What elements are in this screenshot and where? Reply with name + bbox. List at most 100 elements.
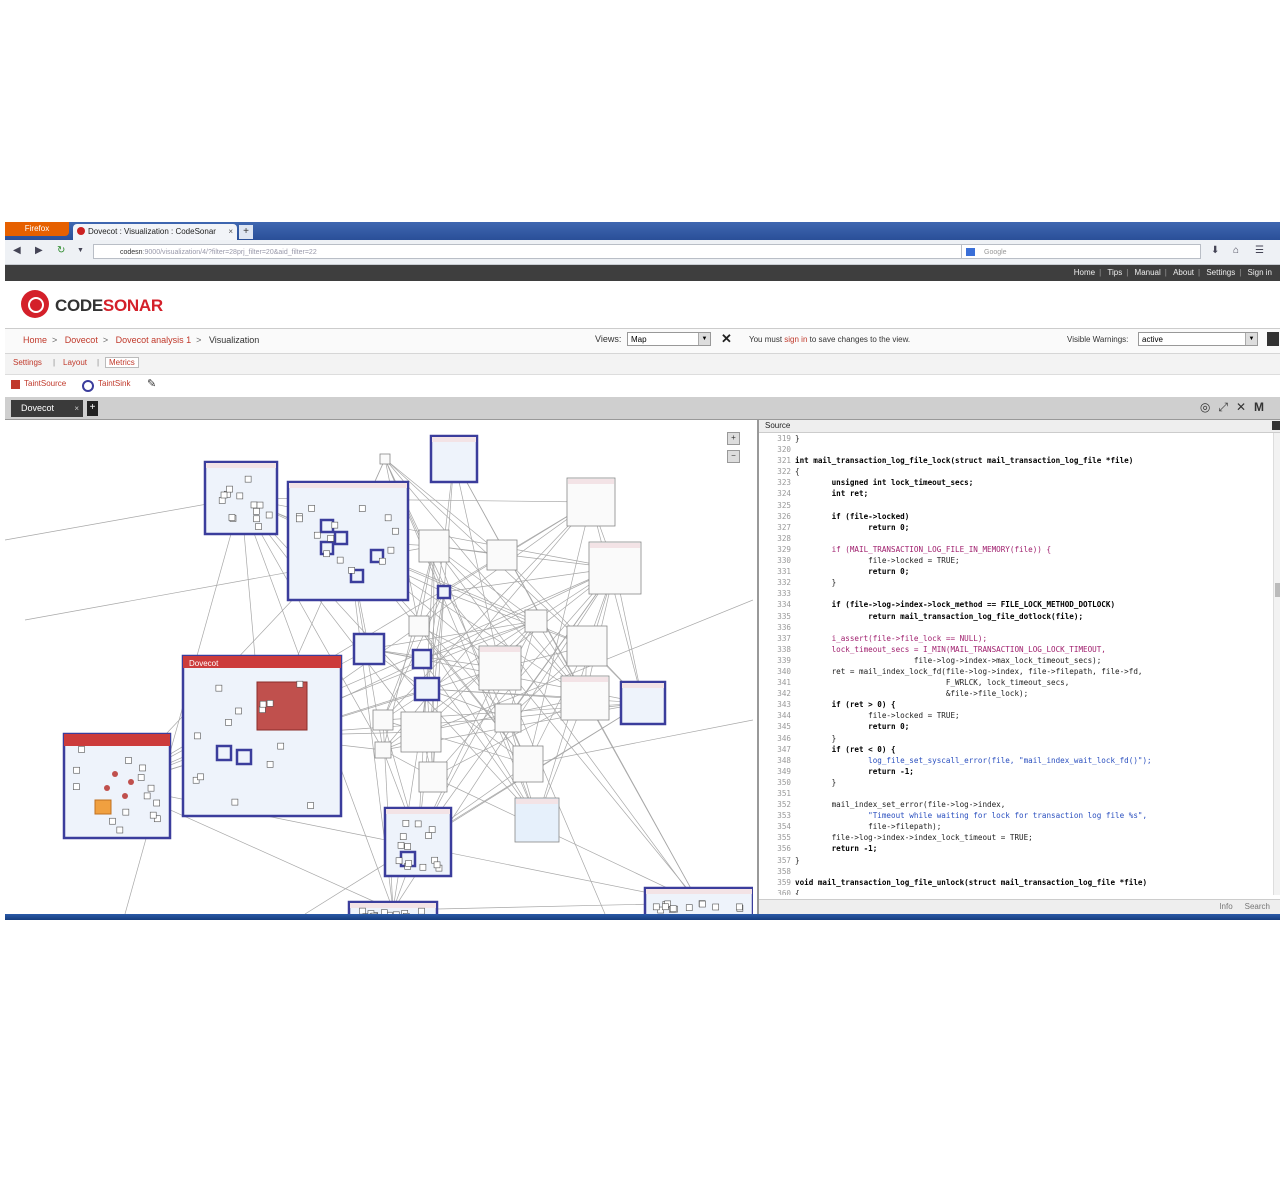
legend-taint-sink[interactable]: TaintSink (98, 379, 131, 388)
graph-cluster-node[interactable] (588, 541, 642, 595)
graph-leaf-node[interactable] (137, 774, 145, 781)
graph-leaf-node[interactable] (228, 514, 236, 521)
fit-icon[interactable]: ⤢ (1218, 400, 1236, 414)
graph-leaf-node[interactable] (128, 779, 134, 785)
cluster-header[interactable] (289, 483, 407, 488)
graph-leaf-node[interactable] (265, 511, 273, 519)
graph-leaf-node[interactable] (669, 905, 677, 912)
graph-leaf-node[interactable] (231, 798, 239, 806)
graph-cluster-node[interactable] (514, 797, 560, 843)
graph-leaf-node[interactable] (277, 742, 285, 750)
graph-leaf-node[interactable] (197, 773, 204, 781)
source-line[interactable]: 338 lock_timeout_secs = I_MIN(MAIL_TRANS… (759, 644, 1274, 655)
source-line[interactable]: 327 return 0; (759, 522, 1274, 533)
graph-leaf-node[interactable] (699, 900, 706, 908)
graph-cluster-node[interactable] (566, 625, 608, 667)
source-line[interactable]: 324 int ret; (759, 488, 1274, 499)
collapse-icon[interactable]: ✕ (1235, 400, 1254, 414)
graph-leaf-node[interactable] (153, 799, 160, 807)
close-view-tab-icon[interactable]: × (74, 404, 79, 413)
graph-leaf-node[interactable] (194, 732, 201, 740)
graph-cluster-node[interactable] (408, 615, 430, 637)
graph-leaf-node[interactable] (215, 684, 223, 692)
close-tab-icon[interactable]: × (228, 227, 233, 236)
graph-cluster-node[interactable] (436, 584, 452, 600)
source-tab-search[interactable]: Search (1244, 902, 1270, 911)
graph-leaf-node[interactable] (253, 508, 260, 515)
source-line[interactable]: 354 file->filepath); (759, 821, 1274, 832)
graph-leaf-node[interactable] (139, 764, 146, 772)
graph-leaf-node[interactable] (331, 521, 339, 529)
graph-leaf-node[interactable] (404, 843, 411, 850)
graph-leaf-node[interactable] (244, 475, 252, 483)
cluster-header[interactable] (183, 656, 341, 668)
graph-leaf-node[interactable] (125, 757, 132, 764)
graph-leaf-node[interactable] (395, 857, 403, 865)
url-bar[interactable]: codesn:9000/visualization/4/?filter=28pr… (93, 244, 963, 259)
cluster-label[interactable]: Dovecot (189, 659, 219, 668)
graph-cluster-node[interactable] (411, 648, 433, 670)
source-line[interactable]: 322{ (759, 466, 1274, 477)
back-arrow-icon[interactable]: ◀ (13, 245, 21, 256)
graph-leaf-node[interactable] (402, 913, 410, 914)
source-line[interactable]: 337 i_assert(file->file_lock == NULL); (759, 633, 1274, 644)
graph-leaf-node[interactable] (425, 832, 432, 839)
top-link-sign-in[interactable]: Sign in (1247, 268, 1272, 277)
cluster-header[interactable] (432, 437, 476, 442)
source-line[interactable]: 352 mail_index_set_error(file->log->inde… (759, 799, 1274, 810)
graph-leaf-node[interactable] (266, 700, 274, 707)
graph-leaf-node[interactable] (385, 911, 393, 914)
graph-leaf-node[interactable] (109, 817, 116, 825)
graph-leaf-node[interactable] (236, 492, 244, 500)
history-dropdown-icon[interactable]: ▼ (77, 247, 84, 254)
tab-settings[interactable]: Settings (13, 358, 42, 367)
top-link-manual[interactable]: Manual (1134, 268, 1161, 277)
graph-leaf-node[interactable] (662, 903, 669, 911)
visualization-graph[interactable]: Dovecot + − (5, 420, 753, 914)
taint-sink-node[interactable] (349, 568, 365, 584)
graph-leaf-node[interactable] (685, 904, 693, 911)
source-tab-info[interactable]: Info (1219, 902, 1233, 911)
add-view-tab-button[interactable]: + (87, 401, 98, 416)
graph-leaf-node[interactable] (418, 907, 425, 914)
source-line[interactable]: 335 return mail_transaction_log_file_dot… (759, 611, 1274, 622)
top-link-settings[interactable]: Settings (1206, 268, 1236, 277)
source-line[interactable]: 340 ret = mail_index_lock_fd(file->log->… (759, 666, 1274, 677)
top-link-tips[interactable]: Tips (1107, 268, 1123, 277)
zoom-in-button[interactable]: + (727, 432, 740, 445)
tab-metrics[interactable]: Metrics (105, 357, 139, 368)
source-line[interactable]: 353 "Timeout while waiting for lock for … (759, 810, 1274, 821)
graph-cluster-node[interactable] (619, 680, 667, 726)
source-line[interactable]: 349 return -1; (759, 766, 1274, 777)
graph-leaf-node[interactable] (296, 515, 303, 523)
graph-leaf-node[interactable] (433, 861, 441, 869)
graph-cluster-node[interactable] (418, 529, 450, 563)
source-line[interactable]: 330 file->locked = TRUE; (759, 555, 1274, 566)
source-line[interactable]: 333 (759, 588, 1274, 599)
graph-leaf-node[interactable] (387, 546, 395, 554)
source-line[interactable]: 347 if (ret < 0) { (759, 744, 1274, 755)
refresh-icon[interactable]: ◎ (1199, 400, 1219, 414)
source-line[interactable]: 326 if (file->locked) (759, 511, 1274, 522)
cluster-header[interactable] (480, 647, 520, 652)
source-line[interactable]: 355 file->log->index->index_lock_timeout… (759, 832, 1274, 843)
graph-leaf-node[interactable] (381, 909, 388, 914)
graph-leaf-node[interactable] (192, 776, 200, 784)
graph-cluster-node[interactable] (524, 609, 548, 633)
graph-leaf-node[interactable] (78, 746, 85, 753)
graph-leaf-node[interactable] (307, 802, 314, 809)
taint-sink-node[interactable] (235, 748, 253, 766)
maximize-icon[interactable]: M (1254, 400, 1272, 414)
graph-leaf-node[interactable] (226, 485, 233, 493)
source-line[interactable]: 325 (759, 500, 1274, 511)
graph-leaf-node[interactable] (235, 707, 242, 715)
source-line[interactable]: 343 if (ret > 0) { (759, 699, 1274, 710)
visible-warnings-select[interactable]: active ▼ (1138, 332, 1258, 346)
graph-leaf-node[interactable] (336, 556, 344, 564)
graph-leaf-node[interactable] (419, 863, 427, 871)
graph-leaf-node[interactable] (397, 841, 405, 849)
graph-leaf-node[interactable] (359, 907, 366, 914)
edit-legend-icon[interactable]: ✎ (147, 378, 157, 390)
graph-leaf-node[interactable] (255, 523, 262, 530)
forward-arrow-icon[interactable]: ▶ (35, 245, 43, 256)
